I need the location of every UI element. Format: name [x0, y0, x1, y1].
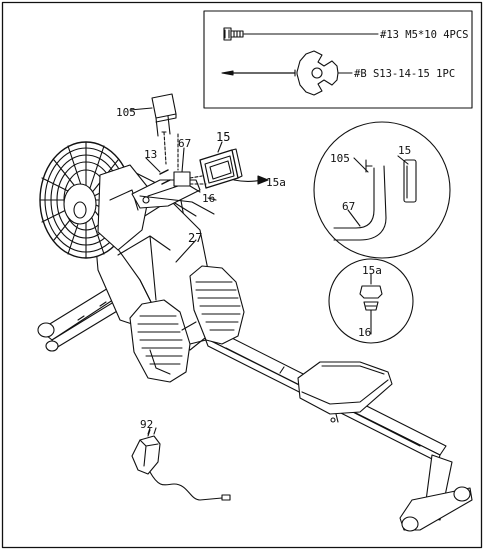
label-27: 27: [188, 231, 202, 245]
tool-spec-text: #B S13-14-15 1PC: [354, 68, 455, 80]
label-105: 105: [116, 106, 136, 119]
seat: [297, 361, 393, 415]
rowing-machine-icon: [37, 93, 473, 532]
label-13: 13: [144, 148, 157, 161]
detail-circle-top: [313, 121, 451, 259]
bracket-105: [151, 93, 179, 171]
label-15: 15: [216, 130, 230, 144]
detail-bottom-label-16: 16: [358, 326, 371, 339]
power-adapter-icon: [131, 427, 231, 501]
front-foot: [37, 322, 55, 338]
detail-bottom-label-15a: 15a: [362, 264, 382, 277]
label-67: 67: [178, 137, 191, 150]
rear-foot-left: [401, 516, 419, 532]
parts-box: #13 M5*10 4PCS #B S13-14-15 1PC: [203, 10, 473, 109]
detail-top-label-105: 105: [330, 152, 350, 165]
console: [199, 148, 243, 189]
label-15a: 15a: [266, 176, 286, 189]
detail-top-label-15: 15: [398, 144, 411, 157]
rear-foot-right: [453, 486, 471, 502]
label-16: 16: [202, 192, 215, 205]
label-92: 92: [140, 418, 153, 431]
footrest-right: [189, 265, 245, 345]
bolt-spec-text: #13 M5*10 4PCS: [380, 29, 469, 41]
wrench-icon: [221, 50, 353, 96]
bolt-icon: [223, 27, 379, 41]
detail-circle-bottom: [328, 258, 414, 344]
detail-top-label-67: 67: [342, 200, 355, 213]
footrest-left: [129, 299, 191, 383]
